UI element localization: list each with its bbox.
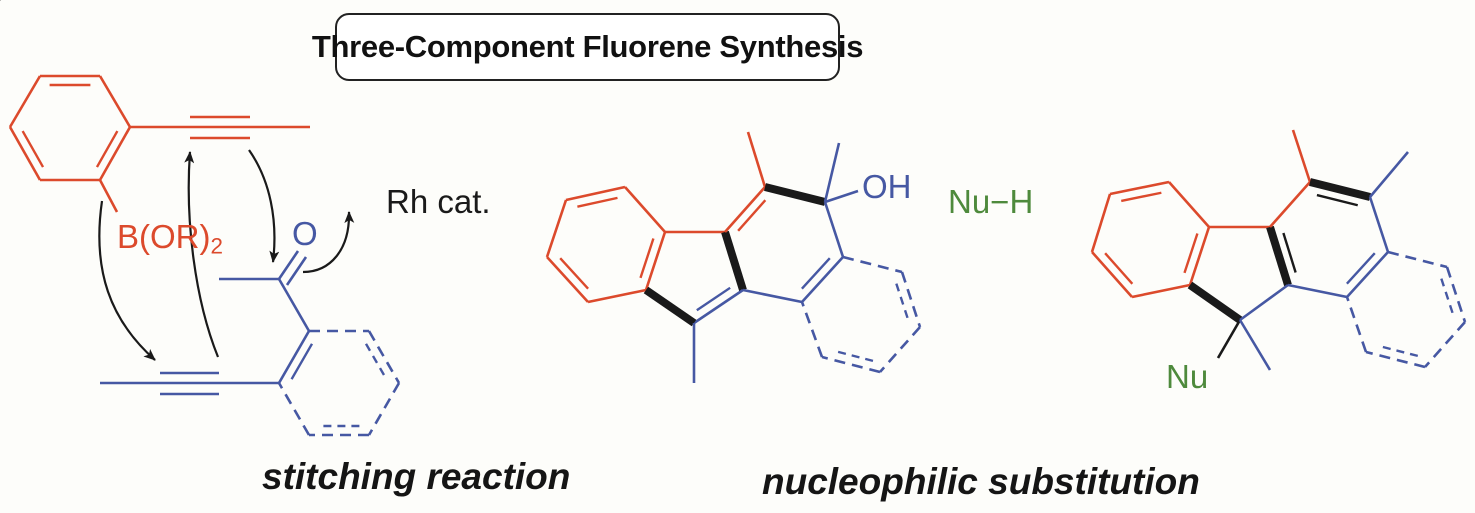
ring-bond-optional (1365, 350, 1426, 369)
ring-bond-optional (277, 382, 311, 436)
curved-arrow-alkyne-to-alkyne (184, 151, 220, 358)
aromatic-double-bond (1183, 233, 1199, 274)
new-bond-thick (764, 183, 826, 206)
six-ring-bond (823, 201, 845, 258)
ring-double-bond-optional (1377, 344, 1419, 358)
six-ring-bond (1269, 181, 1311, 228)
aromatic-double-bond (1104, 252, 1134, 285)
hydroxyl-label: OH (862, 168, 912, 205)
ring-double-bond-optional (1440, 278, 1455, 317)
five-ring-bond (1239, 283, 1289, 322)
six-ring-bond (1287, 283, 1348, 299)
six-ring-double-bond (1316, 193, 1359, 207)
new-bond-thick (1309, 178, 1371, 201)
new-bond-thick (721, 230, 747, 292)
nucleophile-label: Nu (1166, 358, 1209, 395)
six-ring-bond (742, 288, 803, 304)
substituted-fluorene-product-structure (1090, 129, 1467, 371)
benzene-ring-bond (98, 126, 132, 181)
scheme-title-box: Three-Component Fluorene Synthesis (312, 13, 863, 81)
benzene-ring-bond (1188, 226, 1211, 286)
ring-bond-optional (800, 301, 824, 358)
benzene-ring-bond (546, 256, 589, 303)
benzene-ring-bond (1091, 251, 1133, 298)
six-ring-double-bond (1346, 252, 1376, 285)
ring-bond-optional (1445, 266, 1467, 323)
ring-bond (277, 330, 311, 384)
ring-double-bond-optional (895, 283, 910, 322)
benzene-ring-bond (1090, 193, 1112, 253)
ring-bond-optional (1387, 250, 1448, 269)
caption-nucleophilic-substitution: nucleophilic substitution (762, 461, 1200, 502)
ring-bond-optional (879, 326, 921, 373)
methyl-bond (1238, 319, 1272, 371)
benzene-ring-bond (565, 185, 626, 202)
nucleophile-reagent-label: Nu−H (948, 183, 1034, 220)
ring-bond-optional (1345, 296, 1368, 353)
benzene-ring-bond (8, 126, 42, 181)
ring-bond-optional (367, 382, 401, 436)
electron-flow-arrows (98, 149, 355, 361)
six-ring-bond (801, 256, 844, 303)
benzene-ring-bond (1109, 180, 1170, 196)
curved-arrow-boron-to-alkyne (98, 200, 156, 361)
aryl-carbonyl-bond (277, 278, 311, 332)
c-oh-bond (824, 189, 859, 204)
six-ring-bond (1368, 196, 1390, 253)
six-ring-bond (724, 186, 766, 233)
fluorenol-intermediate-structure (545, 131, 922, 383)
aromatic-double-bond (577, 196, 618, 208)
methyl-bond (823, 142, 841, 203)
ring-bond-optional (900, 271, 922, 328)
six-ring-double-bond (737, 199, 767, 232)
benzene-ring-bond (624, 186, 666, 233)
ring-bond-optional (1424, 321, 1466, 368)
boronate-subscript: 2 (210, 233, 223, 259)
five-ring-bond (693, 288, 744, 325)
aromatic-double-bond (1120, 191, 1162, 203)
boronate-label-text: B(OR) (117, 218, 211, 255)
new-bond-thick (1187, 281, 1243, 324)
caption-stitching-reaction: stitching reaction (262, 456, 571, 497)
benzene-ring-bond (98, 75, 132, 128)
aromatic-double-bond (559, 257, 589, 290)
ring-bond-optional (842, 255, 903, 274)
ring-bond-optional (821, 355, 881, 374)
aryl-alkyne-boronate-structure (8, 74, 310, 213)
methyl-bond (746, 131, 767, 188)
carbonyl-bond (277, 250, 300, 280)
new-bond-thick (643, 286, 697, 327)
ring-double-bond-optional (364, 343, 388, 380)
carbonyl-oxygen-label: O (292, 215, 318, 252)
six-ring-bond (1346, 251, 1389, 298)
scheme-title: Three-Component Fluorene Synthesis (311, 29, 864, 64)
new-bond-thick (1266, 225, 1292, 287)
curved-arrow-alkyne-to-carbonyl (248, 149, 280, 263)
benzene-ring-bond (587, 288, 647, 304)
aromatic-double-bond (95, 130, 119, 168)
boronate-label: B(OR)2 (117, 220, 223, 258)
six-ring-double-bond (1282, 232, 1297, 273)
ring-double-bond-optional (833, 349, 874, 363)
aromatic-double-bond (639, 238, 655, 279)
benzene-ring-bond (644, 231, 667, 291)
curved-arrow-carbonyl-oxygen (302, 211, 355, 274)
benzene-ring-bond (8, 75, 42, 128)
benzene-ring-bond (1168, 181, 1210, 228)
five-ring-double-bond (696, 286, 731, 312)
alkynyl-ketone-structure (100, 250, 401, 437)
carbonyl-double-bond (285, 256, 308, 286)
methyl-bond (1369, 151, 1409, 198)
methyl-bond (1291, 129, 1312, 183)
rh-catalyst-label: Rh cat. (386, 183, 491, 220)
ring-double-bond (290, 343, 314, 380)
c-nu-bond (1216, 319, 1242, 359)
six-ring-double-bond (801, 257, 831, 290)
ring-bond-optional (367, 330, 401, 384)
benzene-ring-bond (545, 199, 568, 258)
aryl-boron-bond (98, 179, 119, 213)
benzene-ring-bond (1131, 283, 1191, 299)
aromatic-double-bond (21, 130, 45, 168)
